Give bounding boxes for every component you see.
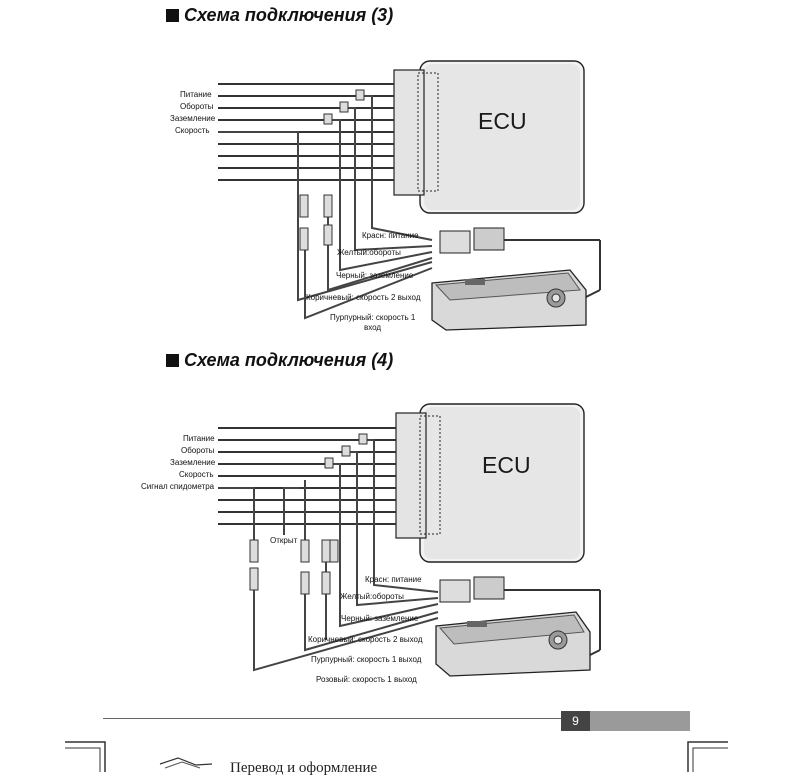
controller-unit bbox=[435, 611, 591, 677]
bullet-square-icon bbox=[166, 9, 179, 22]
plug-connector bbox=[439, 227, 601, 301]
label-rpm: Обороты bbox=[181, 446, 215, 455]
wire-label-brown: Коричневый: скорость 2 выход bbox=[306, 293, 421, 302]
diagram-3-title: Схема подключения (3) bbox=[166, 5, 393, 26]
label-speed: Скорость bbox=[175, 126, 210, 135]
wiring-diagram-3: ECU bbox=[170, 60, 601, 332]
wire-label-yellow: Желтый:обороты bbox=[340, 592, 404, 601]
wire-label-brown: Коричневый: скорость 2 выход bbox=[308, 635, 423, 644]
tap-wires bbox=[218, 95, 433, 320]
label-power: Питание bbox=[180, 90, 212, 99]
ecu-unit: ECU bbox=[395, 403, 585, 563]
ecu-label: ECU bbox=[478, 108, 527, 134]
wire-label-purple: Пурпурный: скорость 1 bbox=[330, 313, 416, 322]
diagram-4-title: Схема подключения (4) bbox=[166, 350, 393, 371]
wire-label-yellow: Желтый:обороты bbox=[337, 248, 401, 257]
label-open: Открыт bbox=[270, 536, 298, 545]
ecu-label: ECU bbox=[482, 452, 531, 478]
wire-label-red: Красн: питание bbox=[362, 231, 419, 240]
connectors bbox=[299, 89, 365, 251]
page-rule bbox=[103, 718, 561, 719]
wire-label-purple: Пурпурный: скорость 1 выход bbox=[311, 655, 422, 664]
bullet-square-icon bbox=[166, 354, 179, 367]
harness-wires bbox=[218, 427, 396, 525]
label-power: Питание bbox=[183, 434, 215, 443]
ecu-unit: ECU bbox=[393, 60, 585, 214]
label-speedo-signal: Сигнал спидометра bbox=[141, 482, 215, 491]
page-number-bar bbox=[590, 711, 690, 731]
label-speed: Скорость bbox=[179, 470, 214, 479]
wire-label-purple-2: вход bbox=[364, 323, 381, 332]
plug-connector bbox=[439, 576, 601, 661]
footer-credit: Перевод и оформление bbox=[230, 760, 378, 776]
wire-label-pink: Розовый: скорость 1 выход bbox=[316, 675, 417, 684]
wiring-diagram-4: ECU bbox=[141, 403, 601, 684]
connectors bbox=[249, 433, 368, 595]
label-ground: Заземление bbox=[170, 458, 216, 467]
wire-label-black: Черный: заземление bbox=[341, 614, 419, 623]
wire-label-red: Красн: питание bbox=[365, 575, 422, 584]
controller-unit bbox=[431, 269, 587, 331]
tap-wires bbox=[218, 439, 439, 672]
harness-wires bbox=[218, 83, 394, 181]
label-rpm: Обороты bbox=[180, 102, 214, 111]
wire-label-black: Черный: заземление bbox=[336, 271, 414, 280]
diagram-3-title-text: Схема подключения (3) bbox=[184, 5, 394, 25]
label-ground: Заземление bbox=[170, 114, 216, 123]
page-number: 9 bbox=[561, 711, 590, 731]
diagram-4-title-text: Схема подключения (4) bbox=[184, 350, 394, 370]
corner-marks bbox=[65, 741, 728, 772]
